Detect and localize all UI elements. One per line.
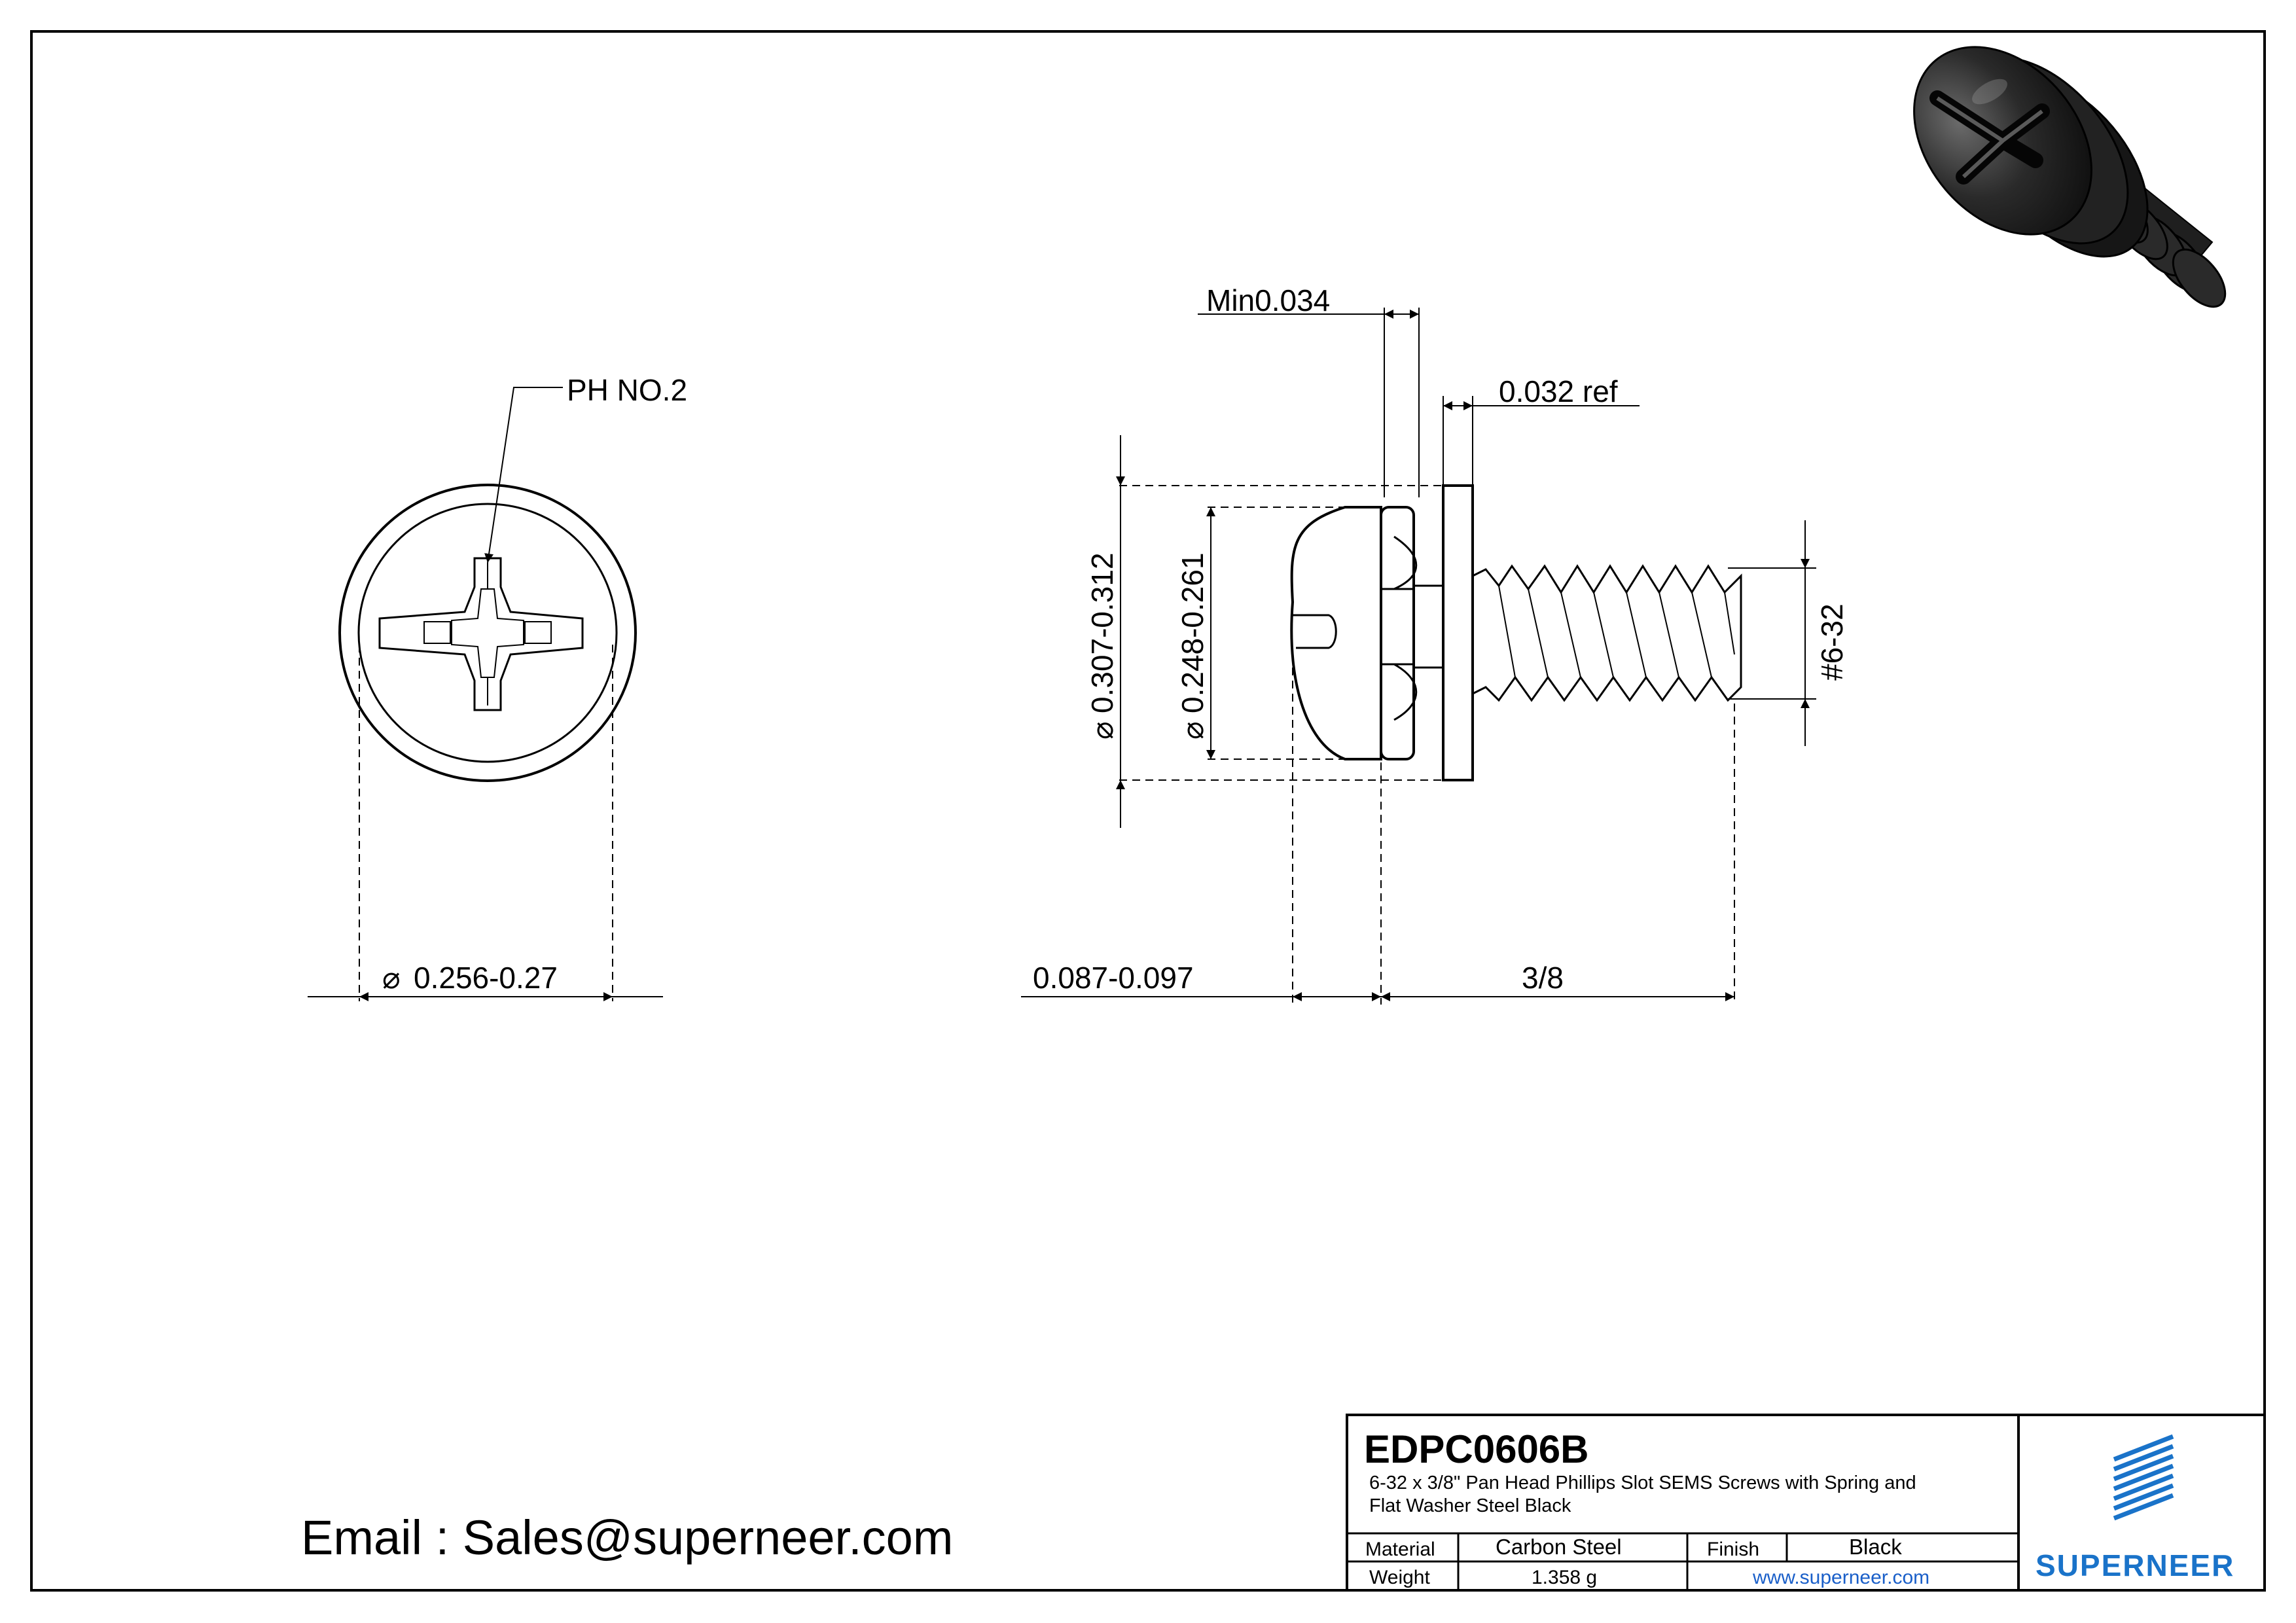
- weight-label: Weight: [1369, 1567, 1430, 1588]
- front-view: PH NO.2 ⌀ 0.256-0.27: [308, 373, 687, 1001]
- spring-washer-min-label: Min0.034: [1206, 283, 1330, 317]
- material-label: Material: [1365, 1539, 1435, 1560]
- title-block: EDPC0606B 6-32 x 3/8" Pan Head Phillips …: [1346, 1414, 2266, 1592]
- drive-leader: [484, 387, 563, 563]
- head-diameter-label: 0.256-0.27: [414, 961, 558, 995]
- head-dia-label: 0.248-0.261: [1175, 552, 1210, 713]
- drive-label: PH NO.2: [567, 373, 687, 407]
- head-inner-circle: [357, 503, 618, 763]
- description-line1: 6-32 x 3/8" Pan Head Phillips Slot SEMS …: [1369, 1472, 1916, 1493]
- side-view: Min0.034 0.032 ref ⌀ 0.307-0.312 ⌀ 0.248…: [1021, 283, 1849, 1005]
- material-value: Carbon Steel: [1496, 1535, 1622, 1559]
- diameter-symbol-washer: ⌀: [1085, 721, 1119, 740]
- flat-washer: [1442, 484, 1474, 781]
- flat-washer-ref-label: 0.032 ref: [1499, 374, 1618, 408]
- sheet-border: [30, 30, 2266, 1592]
- finish-label: Finish: [1707, 1539, 1759, 1560]
- contact-email: Email : Sales@superneer.com: [301, 1510, 953, 1565]
- logo-text: SUPERNEER: [2036, 1548, 2234, 1582]
- head-slot: [1291, 614, 1337, 649]
- phillips-cross: [378, 557, 584, 711]
- pan-head: [1290, 506, 1382, 760]
- weight-value: 1.358 g: [1532, 1567, 1597, 1588]
- website-link[interactable]: www.superneer.com: [1752, 1567, 1929, 1588]
- part-number: EDPC0606B: [1364, 1427, 1589, 1471]
- thread-size-label: #6-32: [1815, 603, 1849, 681]
- description-line2: Flat Washer Steel Black: [1369, 1495, 1571, 1516]
- iso-screw-picture: [1913, 46, 2227, 308]
- length-label: 3/8: [1522, 961, 1564, 995]
- head-height-label: 0.087-0.097: [1033, 961, 1194, 995]
- finish-value: Black: [1849, 1535, 1902, 1559]
- spring-washer: [1380, 506, 1415, 760]
- head-outer-circle: [338, 484, 637, 782]
- superneer-logo-icon: [2113, 1434, 2174, 1521]
- thread-body: [1472, 564, 1742, 702]
- diameter-symbol-front: ⌀: [382, 961, 401, 995]
- diameter-symbol-head: ⌀: [1175, 721, 1210, 740]
- washer-diameter-label: 0.307-0.312: [1085, 552, 1119, 713]
